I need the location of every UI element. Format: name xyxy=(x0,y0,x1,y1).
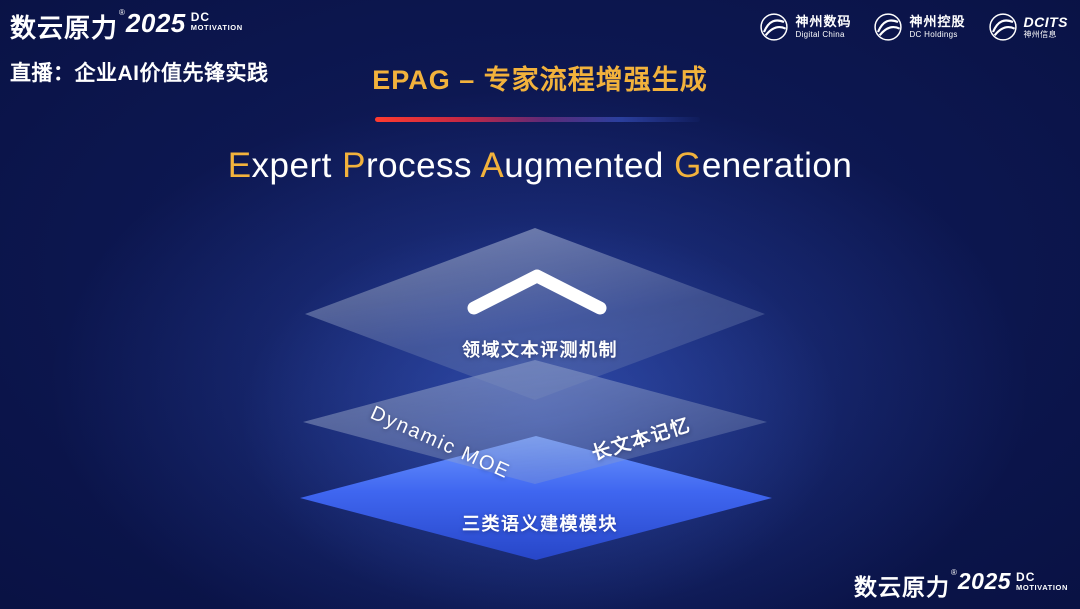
subtitle-segment: ugmented xyxy=(504,146,675,185)
registered-mark: ® xyxy=(119,8,125,17)
registered-mark: ® xyxy=(950,568,957,577)
brand-year: 2025 xyxy=(125,8,186,38)
brand-sub-top: DC xyxy=(1016,570,1036,584)
partner-text: DCITS 神州信息 xyxy=(1024,14,1069,39)
partner-text: 神州数码 Digital China xyxy=(795,13,852,39)
subtitle-segment: G xyxy=(674,146,702,185)
partner-text: 神州控股 DC Holdings xyxy=(909,13,966,39)
dcits-swoosh-icon xyxy=(988,13,1017,41)
brand-logo-top-left: 数云原力 ® 2025 DC MOTIVATION xyxy=(10,8,243,45)
gradient-divider xyxy=(375,117,700,122)
digital-china-swoosh-icon xyxy=(760,13,789,41)
subtitle-segment: A xyxy=(480,146,505,185)
top-layer-label: 领域文本评测机制 xyxy=(462,340,618,360)
brand-sub-bottom: MOTIVATION xyxy=(1016,582,1068,592)
brand-sub-top: DC xyxy=(190,10,211,24)
partner-name: 神州数码 xyxy=(795,13,852,29)
partner-subtitle: DC Holdings xyxy=(909,29,958,39)
partner-dcits: DCITS 神州信息 xyxy=(988,12,1069,42)
subtitle-segment: eneration xyxy=(701,146,853,185)
brand-year: 2025 xyxy=(957,568,1012,594)
brand-name: 数云原力 xyxy=(10,13,119,43)
page-title: EPAG – 专家流程增强生成 xyxy=(372,65,708,95)
subtitle-segment: P xyxy=(342,146,366,185)
chevron-up-icon xyxy=(462,264,612,325)
subtitle-expanded-acronym: Expert Process Augmented Generation xyxy=(0,146,1080,186)
partner-logos: 神州数码 Digital China 神州控股 DC Holdings DC xyxy=(759,12,1068,42)
brand-subtext: DC MOTIVATION xyxy=(1016,571,1068,591)
partner-name: 神州控股 xyxy=(909,13,966,29)
subtitle-segment: xpert xyxy=(251,146,343,185)
subtitle-segment: E xyxy=(227,146,252,185)
partner-digital-china: 神州数码 Digital China xyxy=(759,12,851,42)
partner-subtitle: Digital China xyxy=(795,29,845,39)
live-stream-label: 直播：企业AI价值先锋实践 xyxy=(10,62,269,85)
brand-sub-bottom: MOTIVATION xyxy=(190,22,243,32)
brand-logo-bottom-right: 数云原力 ® 2025 DC MOTIVATION xyxy=(854,568,1068,602)
bottom-layer-label: 三类语义建模模块 xyxy=(462,514,618,534)
partner-name: DCITS xyxy=(1023,14,1068,31)
dc-holdings-swoosh-icon xyxy=(874,13,903,41)
partner-dc-holdings: 神州控股 DC Holdings xyxy=(873,12,965,42)
partner-subtitle: 神州信息 xyxy=(1023,30,1057,40)
brand-subtext: DC MOTIVATION xyxy=(191,11,243,31)
subtitle-segment: rocess xyxy=(365,146,481,185)
brand-name: 数云原力 xyxy=(853,574,950,600)
